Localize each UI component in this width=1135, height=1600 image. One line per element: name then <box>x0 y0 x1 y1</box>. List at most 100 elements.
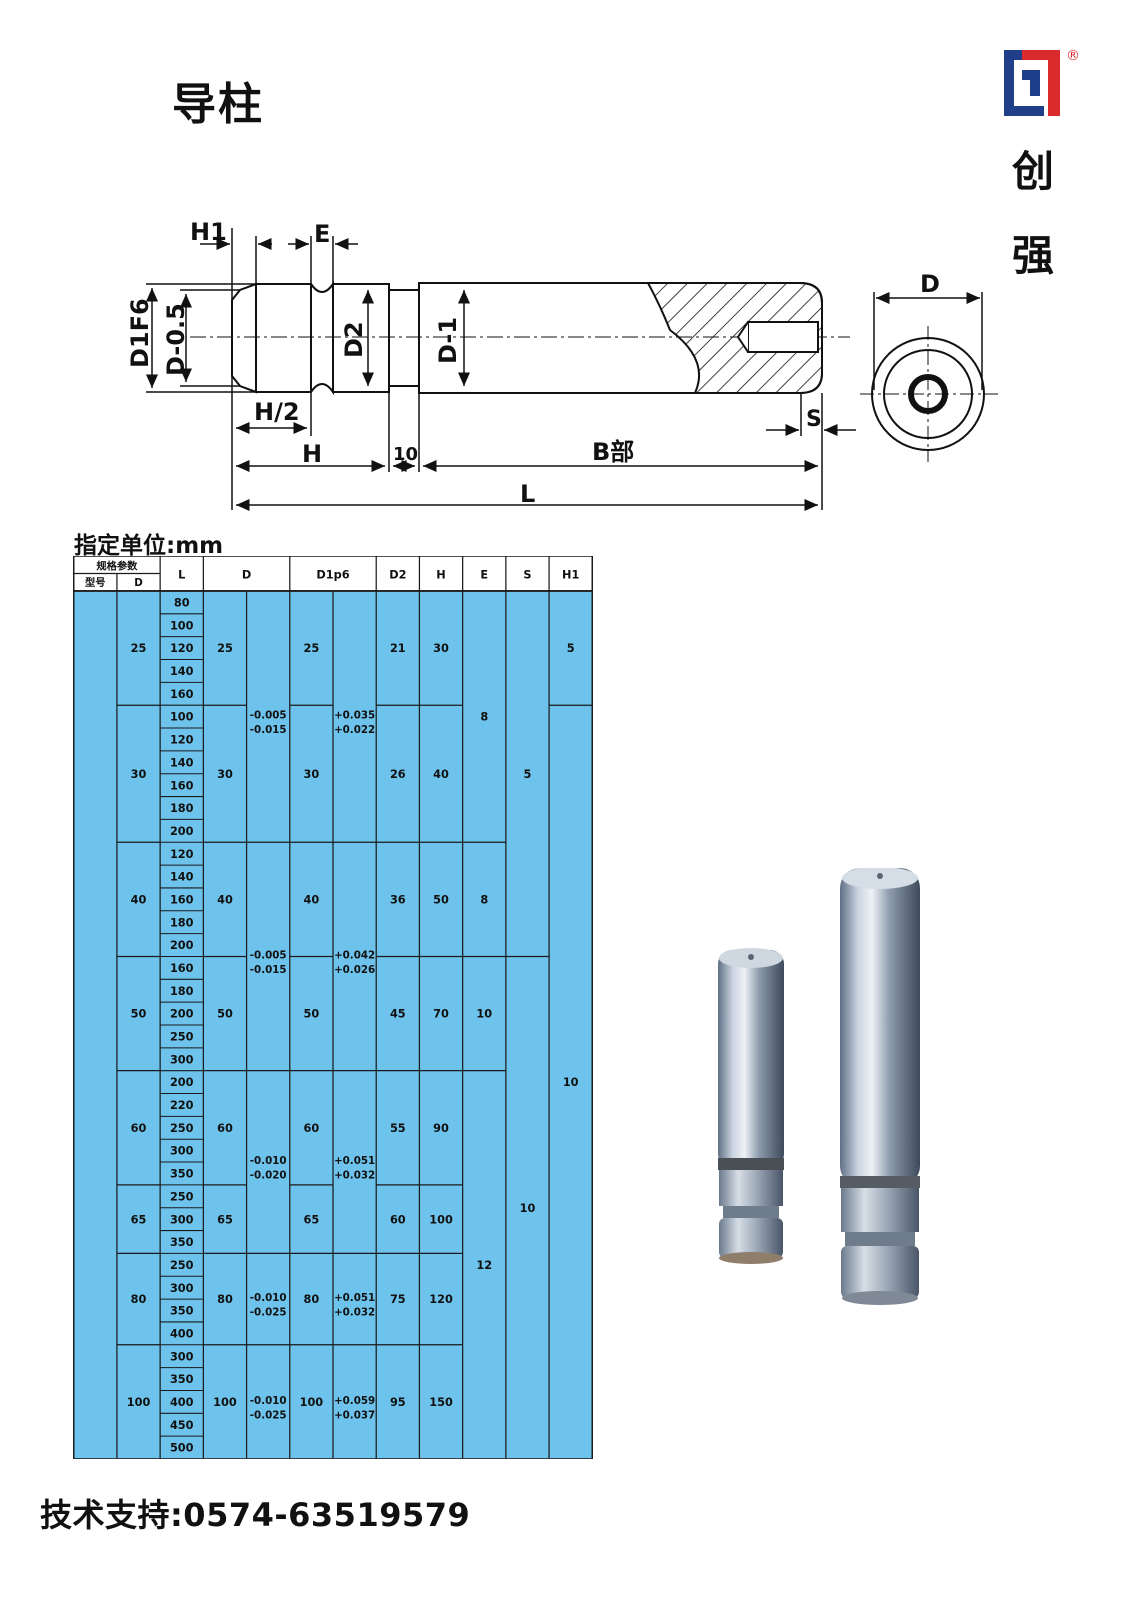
cell-d1-60: 60 <box>304 1122 320 1135</box>
cell-l: 100 <box>170 619 194 632</box>
tech-support-line: 技术支持:0574-63519579 <box>40 1496 471 1534</box>
d-tolerance-upper: -0.005 <box>250 950 287 962</box>
cell-d1-40: 40 <box>304 893 320 906</box>
cell-h-60: 90 <box>433 1122 449 1135</box>
d1-tolerance-lower: +0.022 <box>334 724 375 736</box>
cell-d2-100: 95 <box>390 1396 406 1409</box>
cell-l: 350 <box>170 1168 194 1181</box>
small-pillar <box>718 948 784 1264</box>
registered-mark: ® <box>1066 48 1078 64</box>
cell-dval-100: 100 <box>213 1396 237 1409</box>
cell-l: 500 <box>170 1442 194 1455</box>
cell-l: 200 <box>170 939 194 952</box>
label-d-minus-1: D-1 <box>434 317 462 364</box>
cell-l: 120 <box>170 734 194 747</box>
cell-l: 350 <box>170 1373 194 1386</box>
label-l: L <box>520 480 535 508</box>
cell-d-80: 80 <box>131 1293 147 1306</box>
cell-l: 140 <box>170 665 194 678</box>
cell-d-25: 25 <box>131 642 147 655</box>
d-tolerance-lower: -0.015 <box>250 724 287 736</box>
header-col-d: D <box>242 569 251 582</box>
large-pillar <box>840 868 920 1305</box>
cell-d2-50: 45 <box>390 1008 406 1021</box>
cell-l: 400 <box>170 1396 194 1409</box>
d-tolerance-upper: -0.010 <box>250 1155 287 1167</box>
cell-e: 12 <box>476 1259 492 1272</box>
d1-tolerance-lower: +0.037 <box>334 1409 375 1421</box>
header-d-sub: D <box>134 577 143 589</box>
header-col-d2: D2 <box>389 569 406 582</box>
header-spec-params: 规格参数 <box>96 559 138 572</box>
cell-l: 180 <box>170 802 194 815</box>
cell-d-30: 30 <box>131 768 147 781</box>
header-col-d1p6: D1p6 <box>316 569 349 582</box>
cell-h-40: 50 <box>433 893 449 906</box>
d1-tolerance-upper: +0.042 <box>334 950 375 962</box>
brand-char-2: 强 <box>1012 231 1055 280</box>
cell-d-50: 50 <box>131 1008 147 1021</box>
d-tolerance-lower: -0.020 <box>250 1170 287 1182</box>
cell-e: 8 <box>480 711 488 724</box>
cell-d-40: 40 <box>131 893 147 906</box>
cell-l: 350 <box>170 1305 194 1318</box>
d-tolerance-lower: -0.025 <box>250 1409 287 1421</box>
cell-l: 220 <box>170 1099 194 1112</box>
label-d-end: D <box>920 270 940 298</box>
label-h1: H1 <box>190 218 227 246</box>
cell-l: 250 <box>170 1122 194 1135</box>
cq-logo-icon: ® <box>1004 48 1078 116</box>
cell-h-100: 150 <box>429 1396 453 1409</box>
guide-pillar-drawing: H1 E D1F6 D-0.5 D2 D-1 H/2 H 10 B部 L S D <box>126 218 998 511</box>
d-tolerance-upper: -0.010 <box>250 1292 287 1304</box>
cell-d1-30: 30 <box>304 768 320 781</box>
cell-h-80: 120 <box>429 1293 453 1306</box>
cell-l: 200 <box>170 1076 194 1089</box>
cell-l: 250 <box>170 1259 194 1272</box>
unit-label: 指定单位:mm <box>74 533 224 559</box>
cell-l: 350 <box>170 1236 194 1249</box>
cell-dval-65: 65 <box>217 1213 233 1226</box>
cell-h-30: 40 <box>433 768 449 781</box>
d1-tolerance-upper: +0.035 <box>334 710 375 722</box>
label-s: S <box>806 407 822 432</box>
cell-s: 10 <box>520 1202 536 1215</box>
label-d2: D2 <box>340 321 368 358</box>
cell-l: 200 <box>170 825 194 838</box>
cell-l: 300 <box>170 1213 194 1226</box>
cell-l: 100 <box>170 711 194 724</box>
cell-dval-40: 40 <box>217 893 233 906</box>
label-e: E <box>314 220 330 248</box>
cell-d-65: 65 <box>131 1213 147 1226</box>
cell-l: 200 <box>170 1008 194 1021</box>
cell-dval-60: 60 <box>217 1122 233 1135</box>
header-col-h1: H1 <box>562 569 579 582</box>
d1-tolerance-lower: +0.032 <box>334 1307 375 1319</box>
d1-tolerance-upper: +0.051 <box>334 1292 375 1304</box>
cell-l: 160 <box>170 962 194 975</box>
cell-l: 160 <box>170 893 194 906</box>
cell-l: 250 <box>170 1031 194 1044</box>
cell-d1-100: 100 <box>300 1396 324 1409</box>
cell-dval-25: 25 <box>217 642 233 655</box>
cell-l: 400 <box>170 1327 194 1340</box>
label-b-part: B部 <box>592 438 634 466</box>
cell-l: 300 <box>170 1053 194 1066</box>
cell-l: 180 <box>170 985 194 998</box>
label-d1f6: D1F6 <box>126 298 154 368</box>
header-col-h: H <box>436 569 445 582</box>
cell-l: 160 <box>170 688 194 701</box>
cell-d-60: 60 <box>131 1122 147 1135</box>
cell-h-50: 70 <box>433 1008 449 1021</box>
cell-h1: 10 <box>563 1076 579 1089</box>
brand-char-1: 创 <box>1012 147 1055 196</box>
cell-d2-65: 60 <box>390 1213 406 1226</box>
cell-h-65: 100 <box>429 1213 453 1226</box>
cell-d2-60: 55 <box>390 1122 406 1135</box>
cell-l: 120 <box>170 848 194 861</box>
cell-e: 10 <box>476 1008 492 1021</box>
cell-dval-30: 30 <box>217 768 233 781</box>
header-col-e: E <box>480 569 488 582</box>
cell-d1-80: 80 <box>304 1293 320 1306</box>
